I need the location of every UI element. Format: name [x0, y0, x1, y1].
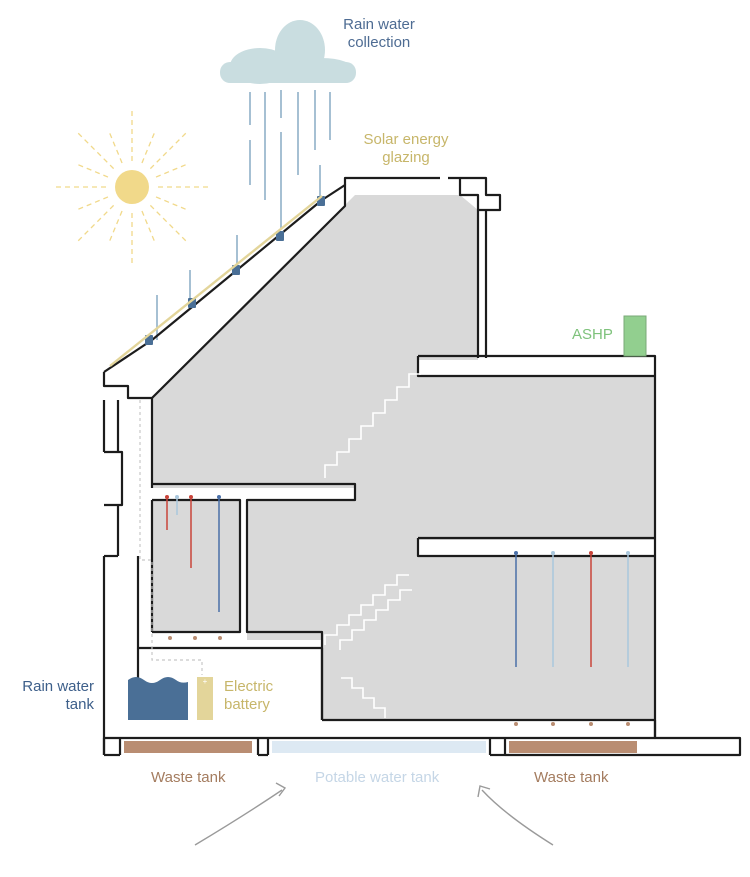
rain-lines	[156, 90, 331, 340]
solar-panels	[145, 196, 325, 345]
pipe-valve	[514, 551, 518, 555]
rain-water-collection-label: Rain water collection	[343, 16, 415, 51]
airflow-arrows	[194, 782, 554, 846]
sun-ray	[107, 210, 123, 245]
potable-water-tank-shape	[272, 741, 486, 753]
waste-tank-left-label: Waste tank	[151, 769, 226, 786]
sun-ray	[74, 129, 115, 170]
sun-ray	[149, 129, 190, 170]
waste-tank-right-label: Waste tank	[534, 769, 609, 786]
electric-battery: +	[197, 677, 213, 720]
solar-panel-icon	[276, 231, 284, 241]
ashp-label: ASHP	[572, 326, 613, 343]
interior-spaces	[152, 195, 655, 720]
sun-ray	[74, 204, 115, 245]
heating-dot	[626, 722, 630, 726]
pipe-valve	[175, 495, 179, 499]
electric-battery-label: Electric battery	[224, 678, 274, 713]
potable-water-tank-label: Potable water tank	[315, 769, 440, 786]
heating-dot	[168, 636, 172, 640]
building-walls	[102, 176, 742, 757]
sun-ray	[141, 210, 157, 245]
heating-dot	[193, 636, 197, 640]
heating-dot	[551, 722, 555, 726]
sun-ray	[149, 204, 190, 245]
sun-icon	[52, 107, 212, 267]
pipes-right-room	[514, 551, 630, 726]
heating-dot	[589, 722, 593, 726]
rainwater-downpipe	[139, 400, 203, 675]
sun-ray	[107, 129, 123, 164]
stairs	[324, 373, 421, 718]
pipe-valve	[189, 495, 193, 499]
pipe-valve	[589, 551, 593, 555]
pipe-valve	[626, 551, 630, 555]
stair-flight	[341, 677, 386, 718]
waste-tank-right-shape	[509, 741, 637, 753]
waste-tank-left-shape	[124, 741, 252, 753]
sun-ray	[141, 129, 157, 164]
cloud-icon	[220, 20, 356, 84]
pipes-left-room	[165, 495, 222, 640]
sun-ray	[155, 196, 190, 212]
sun-ray	[74, 162, 109, 178]
sun-ray	[155, 162, 190, 178]
ashp-unit	[623, 315, 647, 357]
stair-flight	[324, 373, 421, 478]
svg-text:+: +	[203, 677, 208, 686]
sun-ray	[74, 196, 109, 212]
pipe-valve	[165, 495, 169, 499]
heating-dot	[514, 722, 518, 726]
solar-glazing-line	[109, 195, 323, 367]
rain-water-tank	[128, 677, 188, 720]
rain-water-tank-label: Rain water tank	[22, 678, 94, 713]
heating-dot	[218, 636, 222, 640]
solar-energy-glazing-label: Solar energy glazing	[363, 131, 449, 166]
pipe-valve	[551, 551, 555, 555]
stair-flight	[339, 589, 412, 650]
stair-flight	[324, 574, 409, 645]
pipe-valve	[217, 495, 221, 499]
